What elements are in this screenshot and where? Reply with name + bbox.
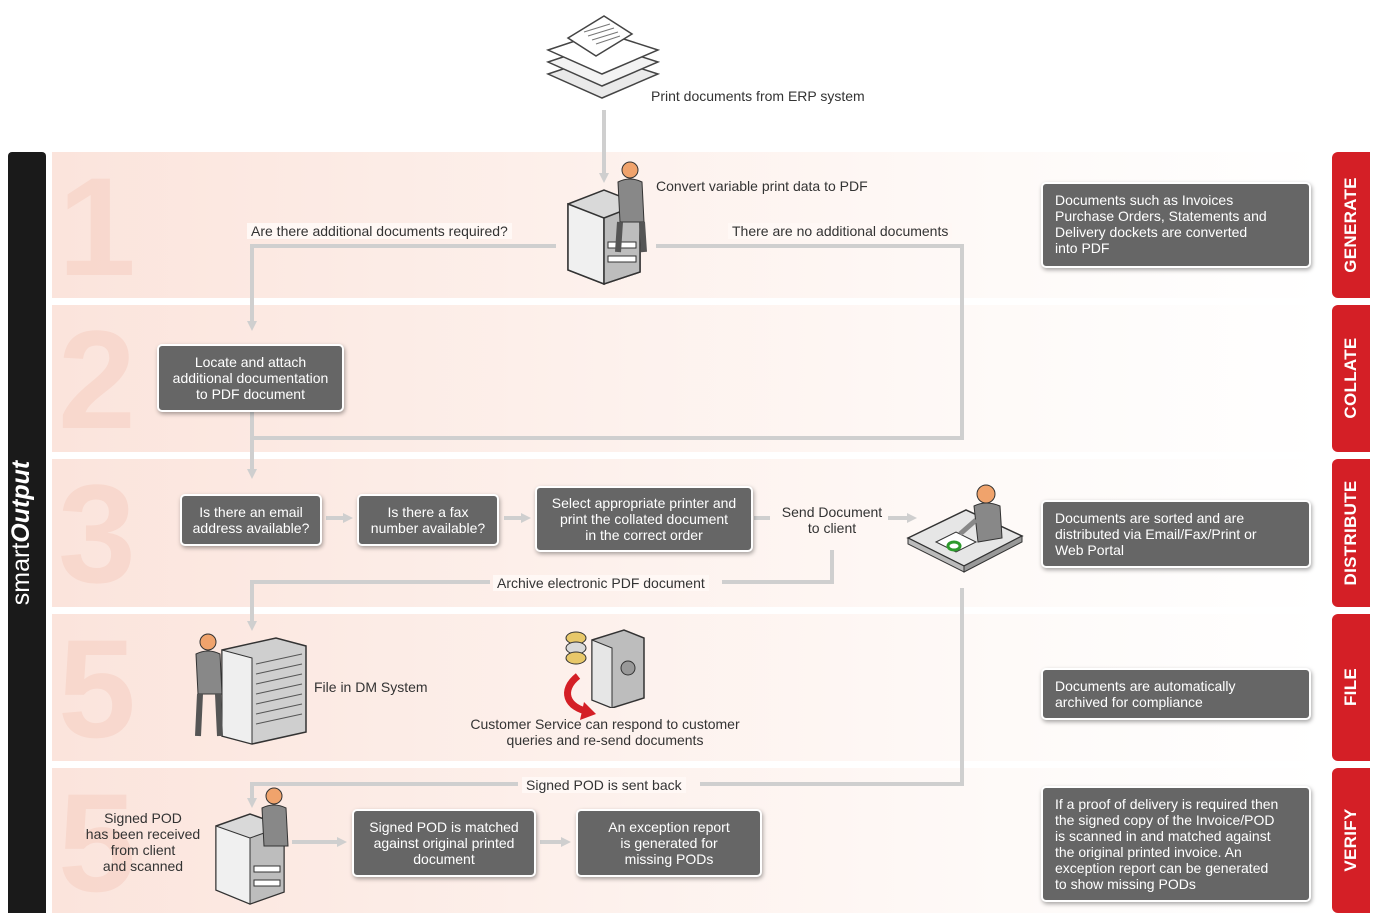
stage-number-4: 5 xyxy=(58,610,136,767)
box-locate-attach-text: Locate and attach additional documentati… xyxy=(172,354,329,402)
stage-number-3: 3 xyxy=(58,455,136,612)
box-fax-question: Is there a fax number available? xyxy=(357,494,499,546)
note-distribute-text: Documents are sorted and are distributed… xyxy=(1055,510,1257,558)
label-print-documents: Print documents from ERP system xyxy=(651,88,865,104)
box-email-question: Is there an email address available? xyxy=(180,494,322,546)
tab-generate: GENERATE xyxy=(1332,152,1370,298)
box-locate-attach: Locate and attach additional documentati… xyxy=(157,344,344,412)
box-exception-report-text: An exception report is generated for mis… xyxy=(608,819,730,867)
person-at-server-icon xyxy=(192,632,308,746)
tab-file: FILE xyxy=(1332,614,1370,761)
stage-number-5: 5 xyxy=(58,764,136,921)
label-no-additional-documents: There are no additional documents xyxy=(728,223,953,239)
box-select-printer: Select appropriate printer and print the… xyxy=(535,486,753,552)
person-at-scanner-icon xyxy=(212,786,302,906)
label-additional-documents-question: Are there additional documents required? xyxy=(247,223,512,239)
note-verify-text: If a proof of delivery is required then … xyxy=(1055,796,1279,892)
box-exception-report: An exception report is generated for mis… xyxy=(576,809,762,877)
note-file-text: Documents are automatically archived for… xyxy=(1055,678,1236,710)
box-email-question-text: Is there an email address available? xyxy=(192,504,310,536)
note-generate: Documents such as Invoices Purchase Orde… xyxy=(1041,182,1311,268)
coins-safe-icon xyxy=(562,628,646,709)
tab-distribute: DISTRIBUTE xyxy=(1332,459,1370,607)
note-verify: If a proof of delivery is required then … xyxy=(1041,786,1311,902)
note-distribute: Documents are sorted and are distributed… xyxy=(1041,500,1311,568)
label-archive-pdf: Archive electronic PDF document xyxy=(493,575,709,591)
tab-collate: COLLATE xyxy=(1332,305,1370,452)
tab-verify: VERIFY xyxy=(1332,768,1370,913)
label-customer-service: Customer Service can respond to customer… xyxy=(470,716,740,748)
documents-stack-icon xyxy=(540,12,664,108)
box-select-printer-text: Select appropriate printer and print the… xyxy=(551,495,737,543)
person-at-printer-icon xyxy=(560,160,656,286)
box-pod-matched-text: Signed POD is matched against original p… xyxy=(369,819,519,867)
brand-bar xyxy=(8,152,46,913)
label-convert-to-pdf: Convert variable print data to PDF xyxy=(656,178,868,194)
note-generate-text: Documents such as Invoices Purchase Orde… xyxy=(1055,192,1267,256)
label-signed-pod-sent-back: Signed POD is sent back xyxy=(522,777,686,793)
label-signed-pod-received: Signed POD has been received from client… xyxy=(85,810,201,874)
stage-number-2: 2 xyxy=(58,301,136,458)
person-at-desk-icon xyxy=(906,480,1024,582)
label-send-document: Send Document to client xyxy=(781,504,883,536)
stage-number-1: 1 xyxy=(58,148,136,305)
box-pod-matched: Signed POD is matched against original p… xyxy=(352,809,536,877)
box-fax-question-text: Is there a fax number available? xyxy=(370,504,486,536)
label-file-in-dm: File in DM System xyxy=(314,679,428,695)
note-file: Documents are automatically archived for… xyxy=(1041,668,1311,720)
